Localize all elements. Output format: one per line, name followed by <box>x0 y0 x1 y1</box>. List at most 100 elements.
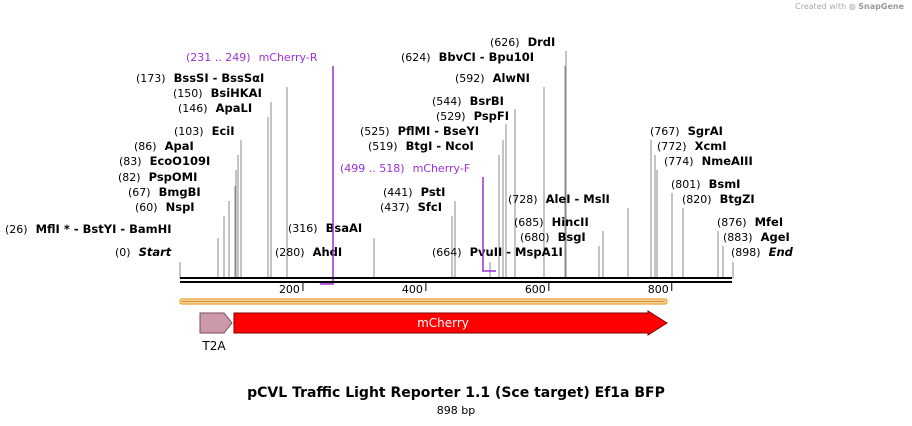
site-position: (626) <box>490 36 520 49</box>
site-label: (898)End <box>731 245 794 259</box>
site-label: (150) BsiHKAI <box>173 86 262 100</box>
site-position: (664) <box>432 246 462 259</box>
enzyme-name: BtgI - NcoI <box>406 139 474 153</box>
enzyme-name: AhdI <box>313 245 343 259</box>
site-position: (82) <box>118 171 141 184</box>
site-position: (876) <box>717 216 747 229</box>
enzyme-name: BmgBI <box>159 185 201 199</box>
enzyme-name: NspI <box>166 200 195 214</box>
site-label: (685)HincII <box>514 215 589 229</box>
enzyme-name: ApaI <box>165 139 194 153</box>
enzyme-name: MflI * - BstYI - BamHI <box>36 222 172 236</box>
enzyme-name: BsaAI <box>326 221 363 235</box>
enzyme-name: PspOMI <box>149 170 198 184</box>
site-position: (544) <box>432 95 462 108</box>
site-position: (624) <box>401 51 431 64</box>
site-labels: (0) Start (26) MflI * - BstYI - BamHI (60) Ns… <box>5 35 794 259</box>
enzyme-name: XcmI <box>695 139 727 153</box>
site-label: (441) PstI <box>383 185 445 199</box>
site-label: (67) BmgBI <box>128 185 201 199</box>
site-position: (767) <box>650 125 680 138</box>
enzyme-name: BsiHKAI <box>211 86 262 100</box>
primer-name: mCherry-R <box>259 51 318 64</box>
ruler-tick-label: 400 <box>402 283 423 296</box>
enzyme-name: BsrBI <box>470 94 504 108</box>
enzyme-name: BbvCI - Bpu10I <box>439 50 534 64</box>
mcherry-feature-arrow <box>233 310 668 336</box>
site-position: (772) <box>657 140 687 153</box>
site-label: (544) BsrBI <box>432 94 504 108</box>
snapgene-credit: Created with ◍ SnapGene <box>795 2 904 11</box>
site-position: (728) <box>508 193 538 206</box>
primer-label: (231 .. 249) mCherry-R <box>186 51 318 64</box>
map-length: 898 bp <box>436 404 476 417</box>
site-label: (280) AhdI <box>275 245 342 259</box>
site-position: (685) <box>514 216 544 229</box>
enzyme-name: AleI - MslI <box>546 192 610 206</box>
enzyme-name: ApaLI <box>216 101 253 115</box>
t2a-feature-arrow <box>199 312 233 334</box>
site-position: (150) <box>173 87 203 100</box>
enzyme-name: BtgZI <box>720 192 755 206</box>
enzyme-name: PstI <box>421 185 446 199</box>
ruler-tick-label: 800 <box>648 283 669 296</box>
site-label: (820) BtgZI <box>682 192 755 206</box>
site-label: (146) ApaLI <box>178 101 252 115</box>
site-position: (60) <box>135 201 158 214</box>
site-position: (67) <box>128 186 151 199</box>
site-label: (664)PvuII - MspA1I <box>432 245 563 259</box>
site-label: (772) XcmI <box>657 139 727 153</box>
site-label: (680)BsgI <box>520 230 586 244</box>
site-position: (519) <box>368 140 398 153</box>
site-position: (146) <box>178 102 208 115</box>
primer-range: (231 .. 249) <box>186 51 251 64</box>
enzyme-name: Start <box>139 245 172 259</box>
site-position: (680) <box>520 231 550 244</box>
enzyme-name: EciI <box>212 124 235 138</box>
site-label: (316) BsaAI <box>288 221 362 235</box>
site-label: (774) NmeAIII <box>664 154 753 168</box>
site-position: (103) <box>174 125 204 138</box>
site-label: (82) PspOMI <box>118 170 197 184</box>
site-label: (437) SfcI <box>380 200 442 214</box>
site-position: (774) <box>664 155 694 168</box>
primer-range: (499 .. 518) <box>340 162 405 175</box>
ruler-tick-label: 600 <box>525 283 546 296</box>
site-position: (26) <box>5 223 28 236</box>
enzyme-name: MfeI <box>755 215 784 229</box>
site-position: (83) <box>119 155 142 168</box>
site-position: (280) <box>275 246 305 259</box>
site-label: (801)BsmI <box>671 177 740 191</box>
site-lines <box>179 51 734 278</box>
site-position: (86) <box>134 140 157 153</box>
site-position: (529) <box>436 110 466 123</box>
site-label: (173)BssSI - BssSαI <box>136 71 264 85</box>
enzyme-name: AlwNI <box>493 71 530 85</box>
site-label: (103) EciI <box>174 124 235 138</box>
site-position: (437) <box>380 201 410 214</box>
site-label: (626) DrdI <box>490 35 555 49</box>
t2a-label: T2A <box>201 339 226 353</box>
enzyme-name: PspFI <box>474 109 509 123</box>
site-label: (83) EcoO109I <box>119 154 210 168</box>
site-position: (820) <box>682 193 712 206</box>
site-label: (767)SgrAI <box>650 124 723 138</box>
site-position: (441) <box>383 186 413 199</box>
enzyme-name: BssSI - BssSαI <box>174 71 265 85</box>
primers: (231 .. 249) mCherry-R (499 .. 518) mCherry… <box>186 51 496 285</box>
enzyme-name: PflMI - BseYI <box>398 124 479 138</box>
site-label: (0) Start <box>115 245 172 259</box>
enzyme-name: NmeAIII <box>702 154 753 168</box>
site-label: (728) AleI - MslI <box>508 192 610 206</box>
site-label: (624) BbvCI - Bpu10I <box>401 50 534 64</box>
enzyme-name: EcoO109I <box>150 154 211 168</box>
primer-arrow <box>320 66 334 285</box>
enzyme-name: DrdI <box>528 35 556 49</box>
site-position: (316) <box>288 222 318 235</box>
enzyme-name: SfcI <box>418 200 442 214</box>
site-position: (525) <box>360 125 390 138</box>
site-position: (0) <box>115 246 131 259</box>
